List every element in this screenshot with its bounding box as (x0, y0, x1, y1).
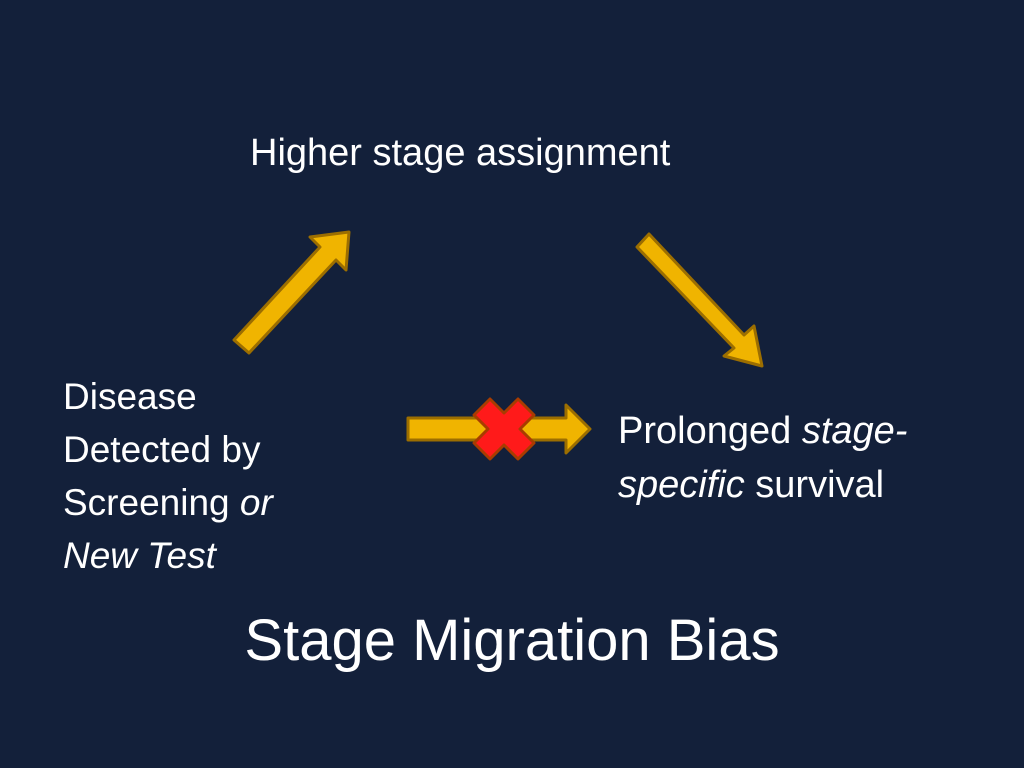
cross-icon (472, 397, 536, 461)
node-higher-stage: Higher stage assignment (250, 134, 670, 172)
node-right-italic2: specific (618, 464, 745, 506)
node-prolonged-survival: Prolonged stage- specific survival (618, 404, 998, 512)
node-disease-detected: Disease Detected by Screening or New Tes… (63, 370, 363, 582)
node-left-line1: Disease (63, 376, 197, 417)
arrow-to-higher-stage (232, 230, 351, 355)
node-higher-stage-label: Higher stage assignment (250, 132, 671, 174)
node-left-line4-italic: New Test (63, 535, 216, 576)
arrow-to-prolonged-survival (635, 232, 764, 368)
node-right-normal2: survival (755, 464, 885, 506)
slide-title: Stage Migration Bias (244, 608, 780, 673)
node-right-italic1: stage- (801, 410, 908, 452)
node-left-line2: Detected by (63, 429, 261, 470)
node-left-line3-italic: or (239, 482, 273, 523)
node-left-line3: Screening (63, 482, 230, 523)
node-right-normal1: Prolonged (618, 410, 792, 452)
